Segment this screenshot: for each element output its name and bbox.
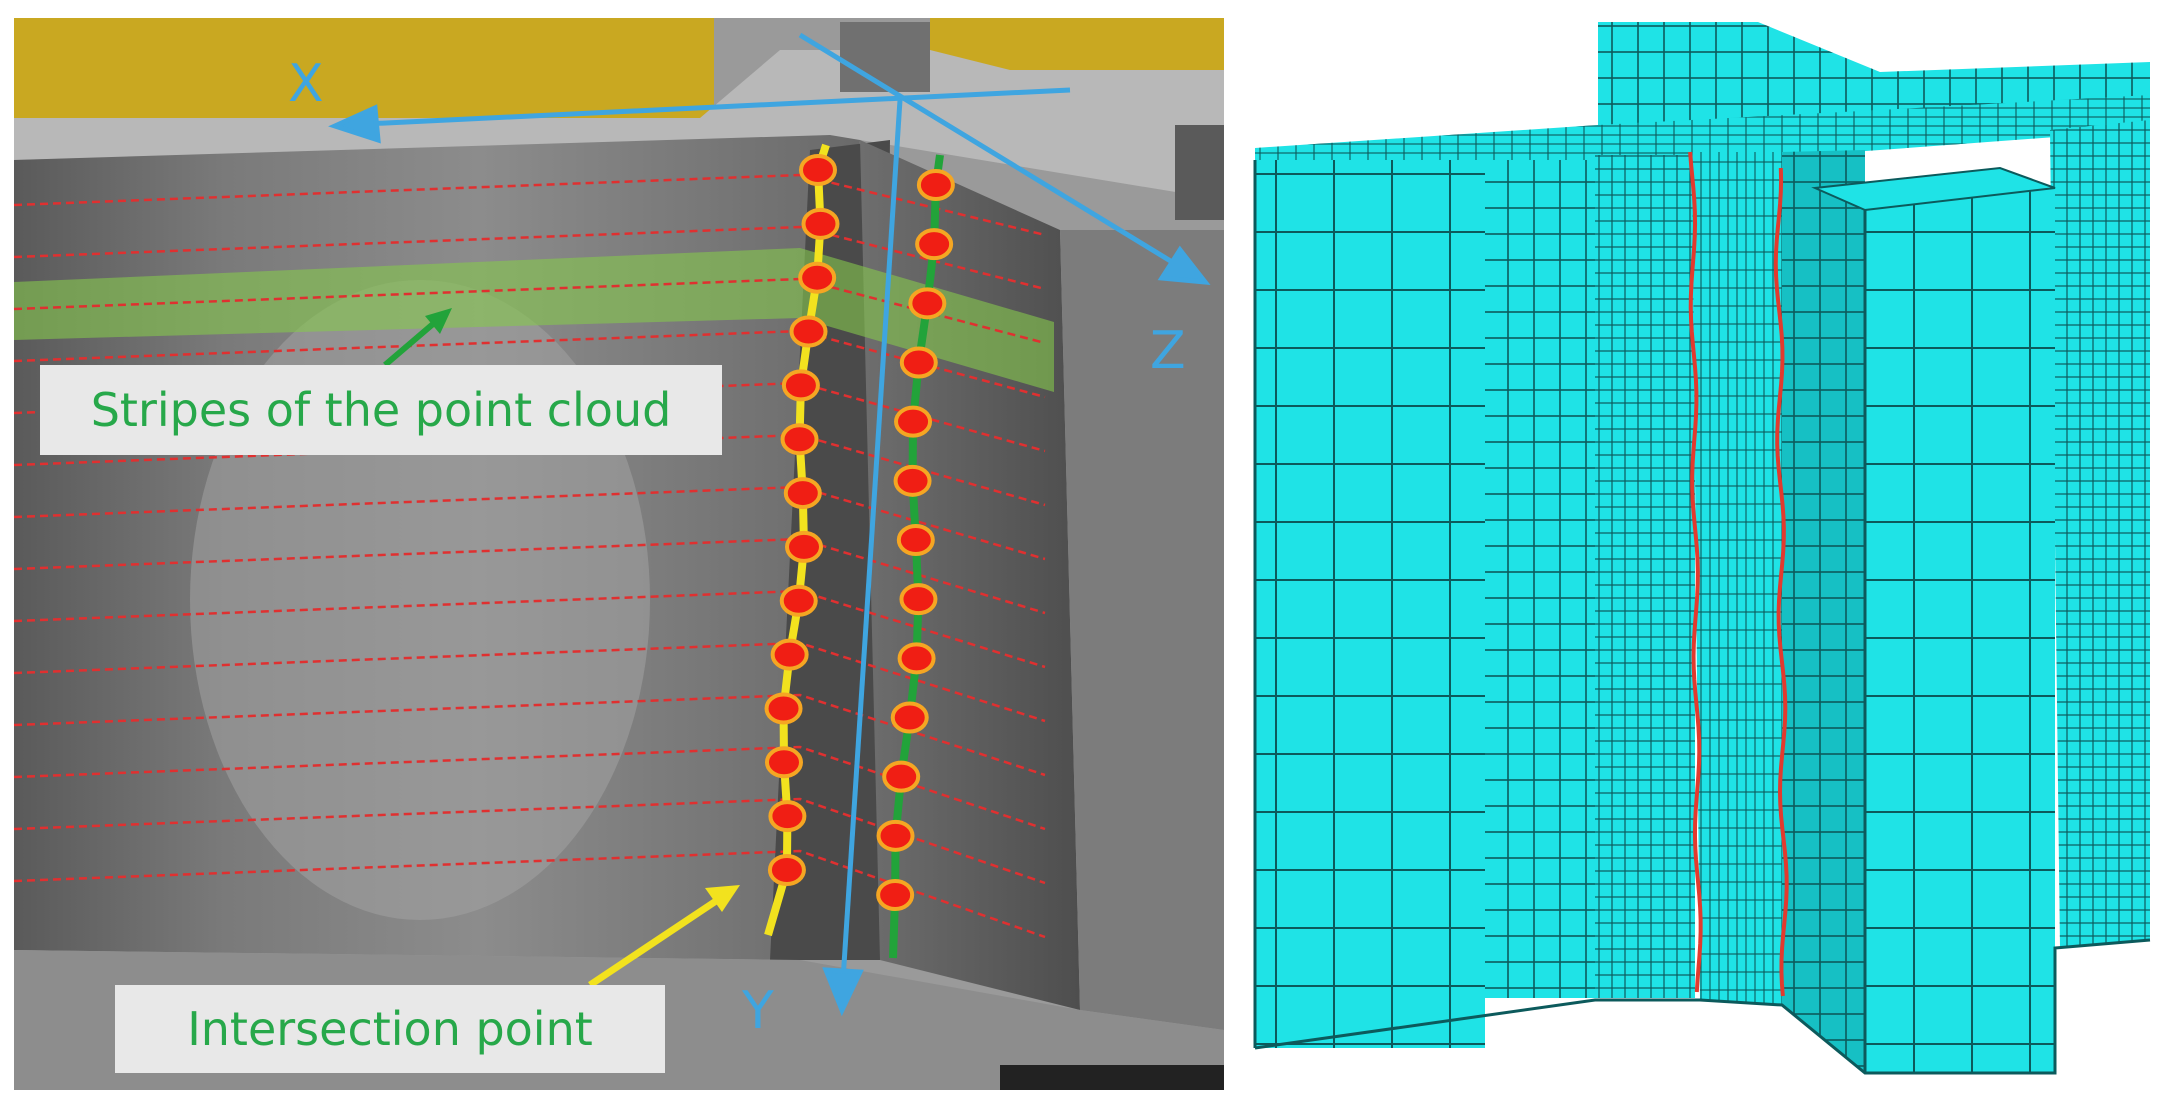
- intersection-point-marker: [916, 169, 955, 201]
- intersection-point-marker: [767, 854, 806, 886]
- intersection-point-marker: [764, 692, 803, 725]
- yellow-rail: [14, 18, 714, 118]
- coordinate-axes: [328, 32, 1211, 1017]
- stripe-line: [13, 225, 1046, 291]
- intersection-points: [764, 154, 955, 911]
- intersection-point-marker: [770, 638, 809, 671]
- y-axis-line: [840, 99, 903, 981]
- stripes-pointer-arrowhead: [425, 308, 452, 334]
- intersection-point-marker: [801, 207, 840, 240]
- mesh-transition-wall-grid: [1485, 160, 1595, 998]
- y-axis-label: Y: [742, 981, 774, 1041]
- intersection-point-marker: [876, 879, 915, 911]
- y-axis-arrowhead: [822, 967, 864, 1017]
- intersection-point-marker: [798, 261, 837, 294]
- z-axis-label: Z: [1150, 321, 1186, 381]
- intersection-pointer-arrow: [588, 892, 727, 988]
- intersection-point-marker: [764, 746, 803, 779]
- intersection-point-marker: [890, 701, 929, 734]
- intersection-point-marker: [785, 530, 824, 563]
- mesh-outline-base: [1254, 938, 2151, 1075]
- fixture-block: [840, 22, 930, 92]
- intersection-point-marker: [780, 423, 819, 456]
- intersection-point-marker: [783, 477, 822, 510]
- mesh-stiffener-side-grid: [1782, 150, 1865, 1073]
- mesh-outlines: [1253, 160, 2151, 1075]
- intersection-point-marker: [876, 819, 915, 852]
- z-axis-line: [798, 32, 1184, 271]
- mesh-fine-wall-grid: [1595, 155, 1695, 998]
- stripe-line: [13, 797, 1046, 885]
- intersection-point-marker: [779, 584, 818, 617]
- intersection-point-marker: [768, 800, 807, 833]
- mesh-back-right-grid: [2050, 120, 2150, 948]
- intersection-point-marker: [789, 315, 828, 348]
- stripe-line: [13, 745, 1046, 831]
- intersection-point-marker: [896, 524, 935, 556]
- z-axis-arrowhead: [1157, 245, 1211, 286]
- x-axis-label: X: [288, 54, 324, 114]
- mesh-stiffener-top: [1811, 166, 2056, 212]
- intersection-point-marker: [781, 369, 820, 402]
- floor-dark-strip: [1000, 1065, 1224, 1090]
- intersection-point-marker: [908, 287, 947, 320]
- intersection-point-marker: [882, 760, 921, 793]
- fixture-post: [1175, 125, 1224, 220]
- intersection-point-marker: [799, 154, 837, 186]
- intersection-pointer-arrowhead: [705, 885, 740, 912]
- highlight-band: [14, 248, 1054, 392]
- intersection-point-marker: [899, 583, 938, 616]
- x-axis-arrowhead: [328, 104, 381, 144]
- intersection-point-marker: [897, 642, 936, 675]
- x-axis-line: [364, 87, 1071, 127]
- mesh-seam-left: [1688, 151, 1703, 993]
- stripes-pointer-arrow: [383, 315, 442, 368]
- mesh-weld-zone-grid: [1692, 152, 1782, 1005]
- stripe-line: [13, 693, 1046, 777]
- intersection-point-marker: [893, 464, 932, 497]
- mesh-panel: [1253, 22, 2151, 1075]
- mesh-stiffener-front-grid: [1865, 188, 2055, 1073]
- stripe-line: [13, 849, 1046, 939]
- mesh-coarse-wall-grid: [1255, 160, 1485, 1048]
- photo-panel: [13, 18, 1224, 1090]
- stripes-annotation-label: Stripes of the point cloud: [40, 365, 722, 455]
- side-wall-right: [1060, 230, 1224, 1030]
- intersection-point-marker: [915, 228, 954, 261]
- intersection-point-marker: [894, 405, 933, 438]
- mesh-seam-right: [1773, 167, 1789, 997]
- mesh-weld-seams: [1688, 151, 1789, 997]
- mesh-top-face-grid: [1255, 95, 2150, 170]
- intersection-annotation-label: Intersection point: [115, 985, 665, 1073]
- intersection-point-marker: [899, 346, 938, 379]
- left-weld-seam: [764, 143, 830, 937]
